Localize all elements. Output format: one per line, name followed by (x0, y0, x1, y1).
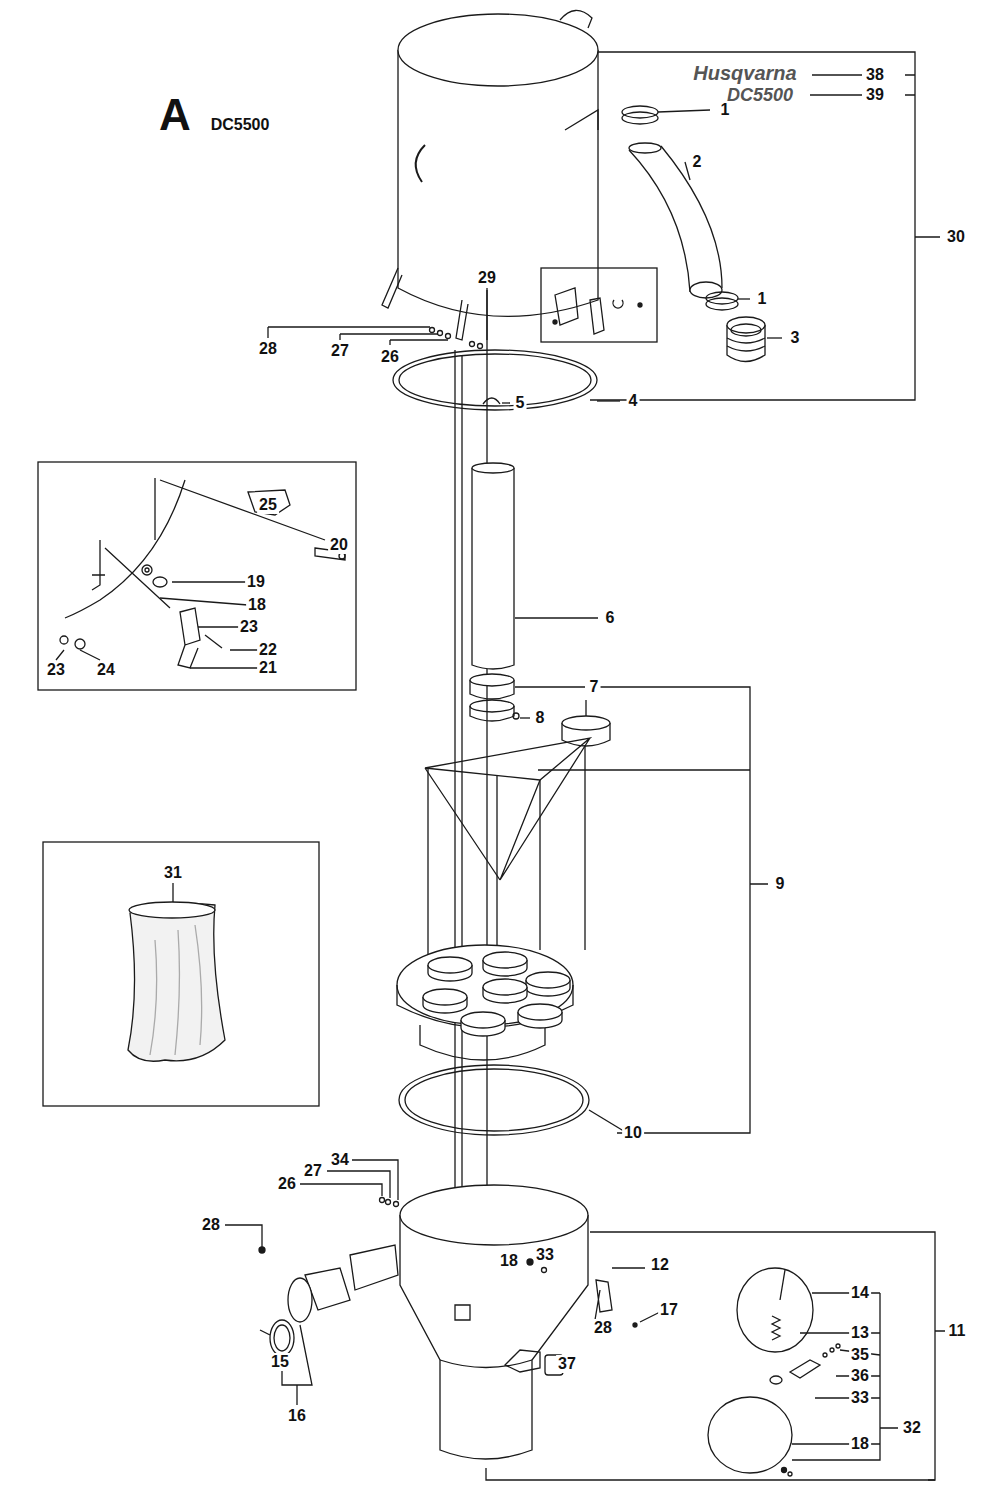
callout-number: 1 (719, 101, 732, 119)
callout-number: 6 (604, 609, 617, 627)
callout-number: 22 (257, 641, 279, 659)
callout-number: 26 (276, 1175, 298, 1193)
callout-number: 5 (514, 394, 527, 412)
callout-number: 31 (162, 864, 184, 882)
callout-number: 12 (649, 1256, 671, 1274)
callout-number: 28 (200, 1216, 222, 1234)
callout-number: 36 (849, 1367, 871, 1385)
callout-number: 35 (849, 1346, 871, 1364)
callout-number: 39 (864, 86, 886, 104)
callout-number: 19 (245, 573, 267, 591)
callout-number: 27 (302, 1162, 324, 1180)
callout-number: 20 (328, 536, 350, 554)
callout-number: 18 (498, 1252, 520, 1270)
callout-number: 28 (592, 1319, 614, 1337)
callout-number: 14 (849, 1284, 871, 1302)
callout-number: 33 (534, 1246, 556, 1264)
callout-number: 25 (257, 496, 279, 514)
callout-number: 24 (95, 661, 117, 679)
callout-number: 17 (658, 1301, 680, 1319)
callout-number: 18 (246, 596, 268, 614)
callout-number: 27 (329, 342, 351, 360)
callout-number: 21 (257, 659, 279, 677)
logo-model: DC5500 (725, 85, 795, 105)
callout-number: 7 (588, 678, 601, 696)
callout-number: 34 (329, 1151, 351, 1169)
callout-number: 4 (627, 392, 640, 410)
callout-number: 38 (864, 66, 886, 84)
callout-number: 30 (945, 228, 967, 246)
callout-number: 10 (622, 1124, 644, 1142)
callout-number: 1 (756, 290, 769, 308)
callout-number: 13 (849, 1324, 871, 1342)
callout-number: 9 (774, 875, 787, 893)
callout-number: 33 (849, 1389, 871, 1407)
callout-number: 16 (286, 1407, 308, 1425)
callout-number: 2 (691, 153, 704, 171)
model-name: DC5500 (209, 116, 272, 134)
callout-number: 32 (901, 1419, 923, 1437)
callout-number: 8 (534, 709, 547, 727)
view-letter: A (157, 92, 193, 138)
callout-number: 3 (789, 329, 802, 347)
callout-number: 26 (379, 348, 401, 366)
callout-number: 29 (476, 269, 498, 287)
callout-number: 28 (257, 340, 279, 358)
callout-number: 37 (556, 1355, 578, 1373)
callout-number: 18 (849, 1435, 871, 1453)
callout-number: 23 (238, 618, 260, 636)
callout-number: 23 (45, 661, 67, 679)
callout-number: 11 (947, 1322, 968, 1340)
callout-number: 15 (269, 1353, 291, 1371)
brand-logo: Husqvarna (691, 62, 798, 84)
